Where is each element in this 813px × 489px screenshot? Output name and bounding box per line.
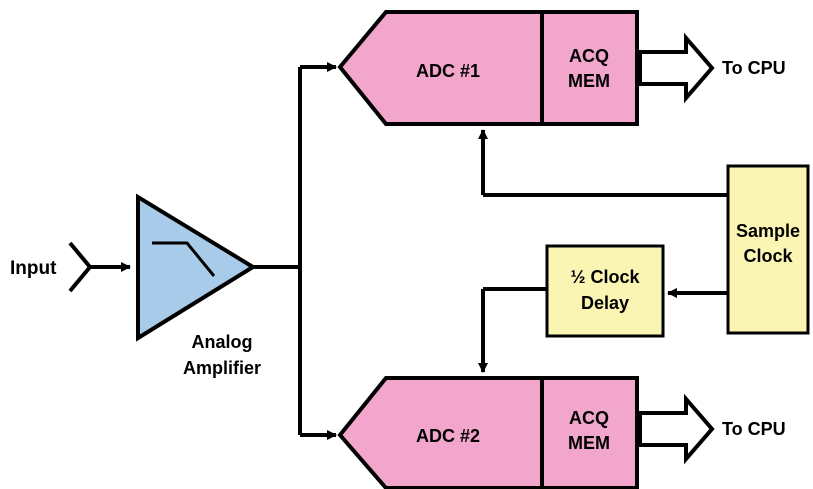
split-wiring [253, 62, 337, 440]
half-clock-delay-block [545, 244, 665, 338]
delay-to-adc2-wire [478, 287, 547, 373]
clock-to-adc1-wire [478, 129, 728, 197]
sample-clock-block [726, 164, 810, 335]
to-cpu-label-2: To CPU [722, 419, 786, 439]
analog-amplifier [136, 193, 257, 342]
adc2-label: ADC #2 [416, 426, 480, 446]
input-label: Input [10, 258, 57, 279]
to-cpu-arrow-2 [638, 393, 715, 465]
adc1-label: ADC #1 [416, 61, 480, 81]
lowpass-filter-icon [152, 241, 216, 277]
sample-clock-line1: Sample [736, 221, 800, 241]
delay-line1: ½ Clock [570, 267, 640, 287]
input-connector [68, 241, 131, 293]
acq-mem-1-block [540, 10, 639, 126]
amplifier-label-line2: Amplifier [183, 358, 261, 378]
acq-mem-1-line1: ACQ [569, 46, 609, 66]
to-cpu-label-1: To CPU [722, 58, 786, 78]
amplifier-label-line1: Analog [192, 332, 253, 352]
acq-mem-2-block [540, 376, 639, 489]
acq-mem-2-line2: MEM [568, 433, 610, 453]
acq-mem-1-line2: MEM [568, 71, 610, 91]
to-cpu-arrow-1 [638, 32, 715, 104]
sample-clock-line2: Clock [743, 246, 793, 266]
delay-line2: Delay [581, 293, 629, 313]
acq-mem-2-line1: ACQ [569, 408, 609, 428]
